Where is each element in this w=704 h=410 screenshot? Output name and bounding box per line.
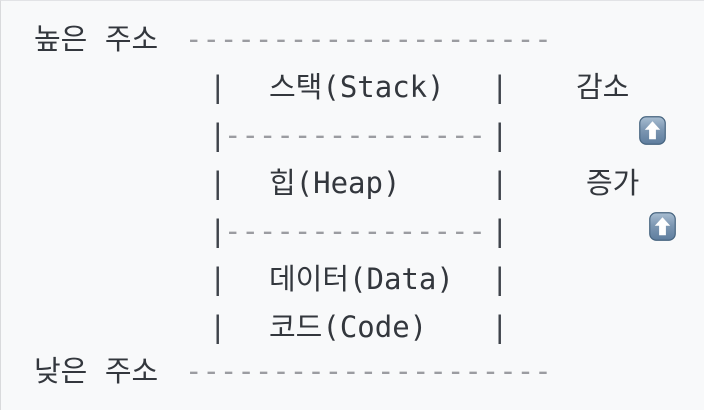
code-right-pipe: | [491, 310, 509, 344]
stack-direction-label: 감소 [576, 70, 630, 104]
separator-left-pipe: | [209, 214, 227, 248]
data-left-pipe: | [209, 262, 227, 296]
high-address-label: 높은 주소 [34, 22, 159, 56]
code-section-row: | 코드(Code) | [1, 303, 704, 351]
top-boundary-dashes: --------------------- [185, 22, 552, 56]
data-section-row: | 데이터(Data) | [1, 255, 704, 303]
stack-right-pipe: | [491, 70, 509, 104]
data-section-label: 데이터(Data) [269, 262, 454, 296]
separator-dashes: --------------- [224, 118, 486, 152]
separator-row: | --------------- | [1, 111, 704, 159]
heap-section-label: 힙(Heap) [269, 166, 401, 200]
high-address-row: 높은 주소 --------------------- [1, 15, 704, 63]
separator-row: | --------------- | [1, 207, 704, 255]
heap-section-row: | 힙(Heap) | 증가 [1, 159, 704, 241]
code-section-label: 코드(Code) [269, 310, 428, 344]
separator-left-pipe: | [209, 118, 227, 152]
heap-direction-label: 증가 [586, 166, 640, 200]
up-arrow-emoji [534, 63, 666, 145]
bottom-boundary-dashes: --------------------- [185, 354, 552, 388]
low-address-row: 낮은 주소 --------------------- [1, 347, 704, 395]
heap-left-pipe: | [209, 166, 227, 200]
low-address-label: 낮은 주소 [34, 354, 159, 388]
up-arrow-emoji [544, 159, 676, 241]
heap-right-pipe: | [491, 166, 509, 200]
stack-section-row: | 스택(Stack) | 감소 [1, 63, 704, 145]
separator-right-pipe: | [491, 214, 509, 248]
stack-left-pipe: | [209, 70, 227, 104]
separator-dashes: --------------- [224, 214, 486, 248]
stack-section-label: 스택(Stack) [269, 70, 445, 104]
code-left-pipe: | [209, 310, 227, 344]
separator-right-pipe: | [491, 118, 509, 152]
data-right-pipe: | [491, 262, 509, 296]
